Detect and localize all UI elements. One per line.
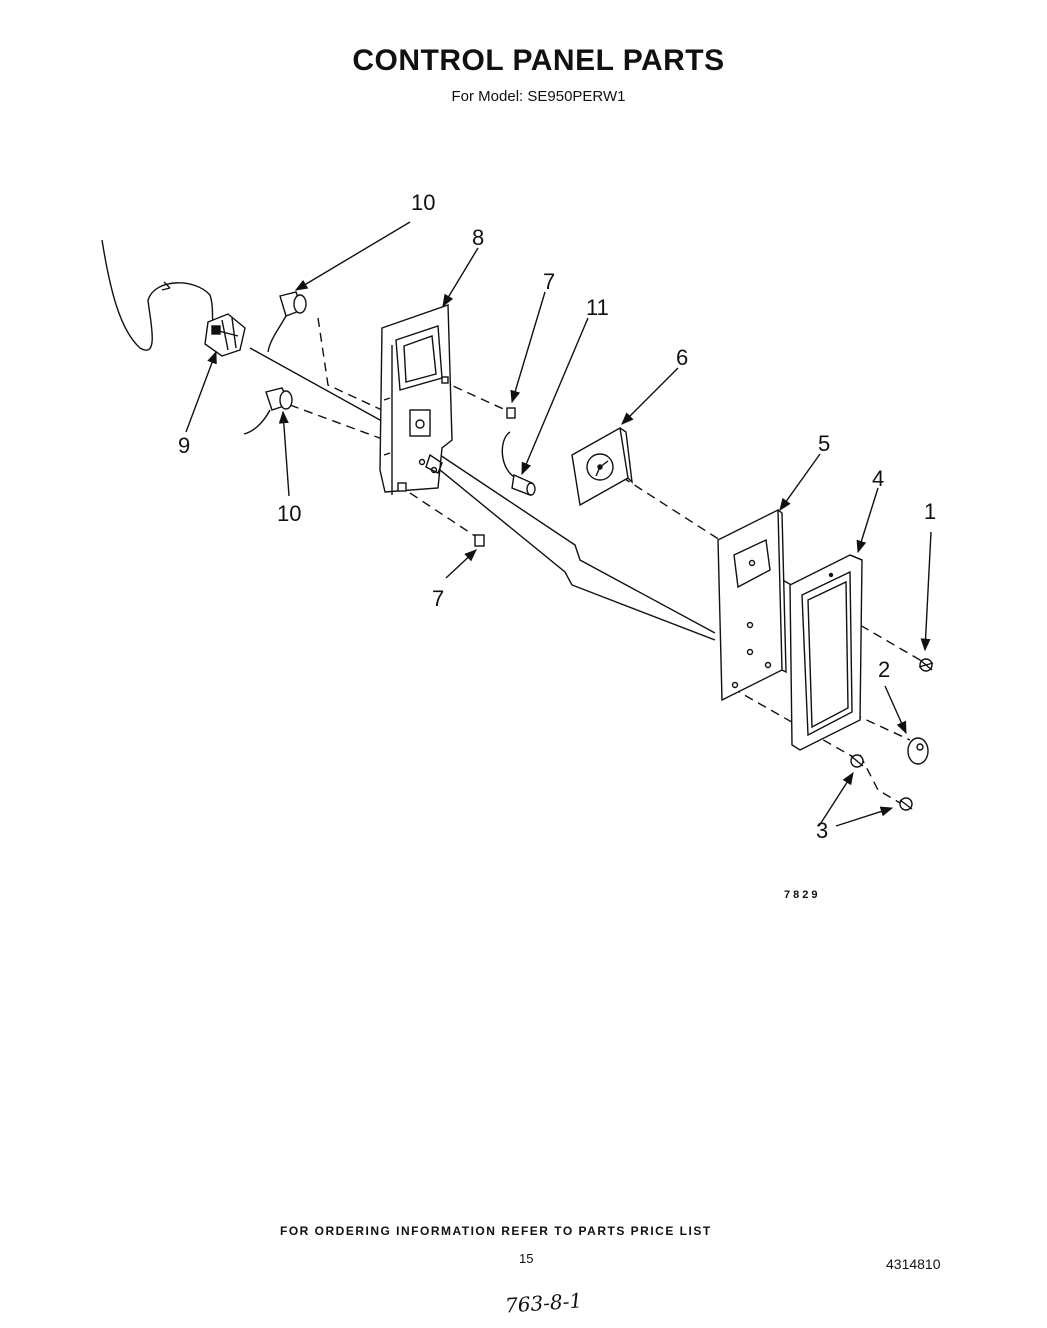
callout-4: 4 — [872, 466, 884, 491]
screw-part-3-upper — [850, 754, 864, 768]
bushing-part-7-upper — [506, 407, 516, 419]
mounting-bracket-part-8 — [379, 304, 453, 495]
callout-8: 8 — [472, 225, 484, 250]
screw-part-3-lower — [899, 797, 913, 811]
model-subtitle: For Model: SE950PERW1 — [451, 88, 626, 105]
page-title: CONTROL PANEL PARTS — [352, 44, 725, 77]
terminal-block-part-9 — [204, 313, 246, 357]
power-cord — [101, 239, 216, 351]
callout-5: 5 — [818, 431, 830, 456]
page-number: 15 — [519, 1251, 534, 1266]
callout-11: 11 — [586, 295, 609, 320]
callout-7-upper: 7 — [543, 269, 555, 294]
bushing-part-7-lower — [474, 534, 485, 547]
clock-part-6 — [571, 426, 633, 507]
knob-part-2 — [907, 737, 929, 765]
callout-10-upper: 10 — [411, 190, 435, 215]
callout-1: 1 — [924, 499, 936, 524]
screw-part-1 — [918, 658, 934, 672]
callout-10-lower: 10 — [277, 501, 301, 526]
control-panel-plate-part-5 — [717, 508, 787, 702]
callout-3: 3 — [816, 818, 828, 843]
document-number: 4314810 — [886, 1256, 941, 1272]
callout-9: 9 — [178, 433, 190, 458]
switch-part-10-upper — [267, 291, 307, 353]
leader-arrows — [185, 221, 932, 827]
callout-7-lower: 7 — [432, 586, 444, 611]
assembly-rod-upper — [249, 347, 716, 634]
trim-frame-part-4 — [789, 554, 863, 751]
callout-6: 6 — [676, 345, 688, 370]
ordering-info-note: FOR ORDERING INFORMATION REFER TO PARTS … — [280, 1224, 712, 1238]
callout-2: 2 — [878, 657, 890, 682]
switch-part-10-lower — [243, 387, 293, 435]
figure-code: 7829 — [784, 889, 820, 901]
lamp-lead-part-11 — [501, 431, 536, 496]
